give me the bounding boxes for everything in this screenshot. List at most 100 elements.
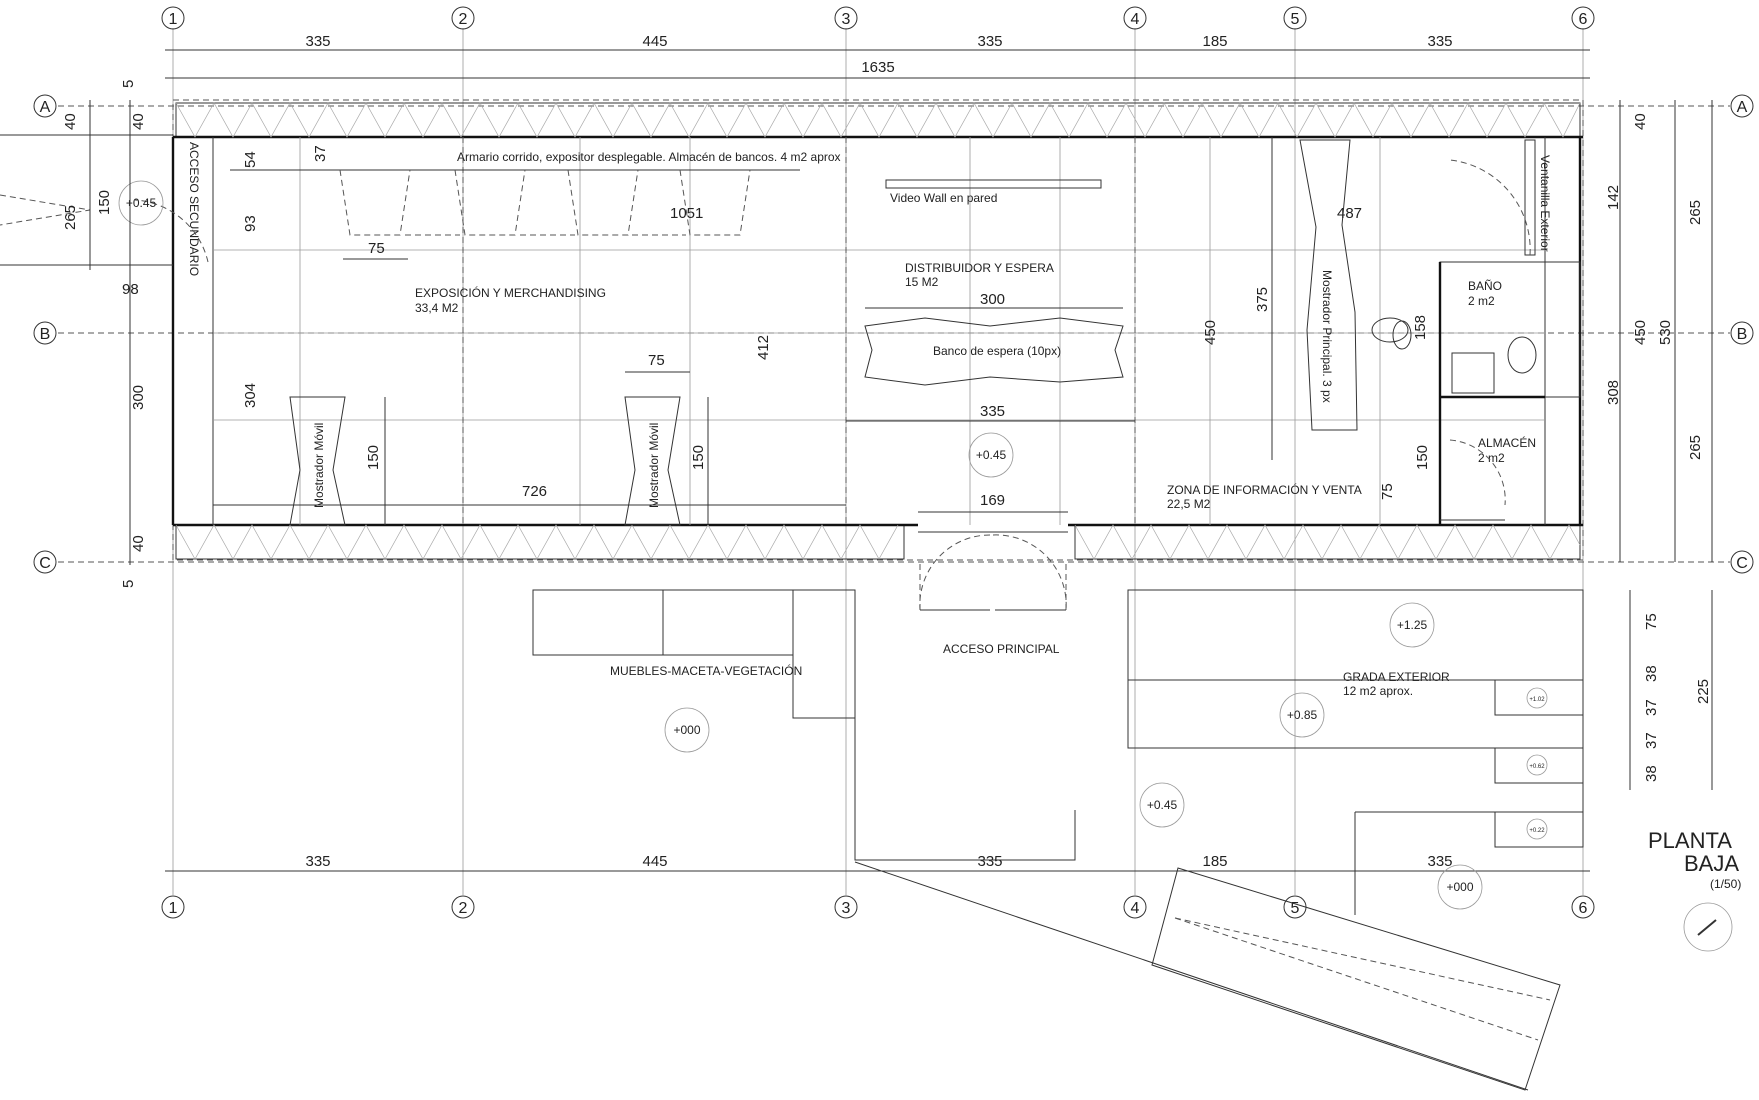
service-window-label: Ventanilla Exterior xyxy=(1538,155,1552,252)
grid-bubbles-top: 1 2 3 4 5 6 xyxy=(161,6,1595,30)
dim-top-1: 335 xyxy=(305,33,330,50)
dim-right-450: 450 xyxy=(1632,320,1649,345)
wardrobe-display: Armario corrido, expositor desplegable. … xyxy=(230,150,841,236)
dim-right-530: 530 xyxy=(1657,320,1674,345)
dim-ext-38-b: 38 xyxy=(1643,765,1660,782)
grid-row-a-left: A xyxy=(40,99,51,116)
main-access-label: ACCESO PRINCIPAL xyxy=(943,642,1060,656)
dim-bottom-2: 445 xyxy=(642,853,667,870)
mobile-counters: Mostrador Móvil Mostrador Móvil xyxy=(289,396,681,526)
grid-col-2-bottom: 2 xyxy=(459,900,468,917)
grid-col-4-top: 4 xyxy=(1131,11,1140,28)
dim-bottom-1: 335 xyxy=(305,853,330,870)
dimension-chain-right-exterior: 75 38 37 37 38 225 xyxy=(1629,590,1713,790)
grid-col-6-top: 6 xyxy=(1579,11,1588,28)
dim-bottom-3: 335 xyxy=(977,853,1002,870)
level-3: +000 xyxy=(673,723,700,737)
north-arrow-icon xyxy=(1683,902,1733,952)
dim-left-5-bottom: 5 xyxy=(120,580,137,588)
info-zone-label: ZONA DE INFORMACIÓN Y VENTA xyxy=(1167,482,1362,497)
grid-col-1-top: 1 xyxy=(169,11,178,28)
dim-412: 412 xyxy=(755,335,772,360)
dim-ext-37-a: 37 xyxy=(1643,699,1660,716)
dim-ext-75: 75 xyxy=(1643,613,1660,630)
planters-label: MUEBLES-MACETA-VEGETACIÓN xyxy=(610,663,802,678)
dim-304: 304 xyxy=(242,383,259,408)
dim-ext-37-b: 37 xyxy=(1643,732,1660,749)
grid-row-b-right: B xyxy=(1737,326,1748,343)
secondary-access-label: ACCESO SECUNDARIO xyxy=(187,142,201,276)
dimension-chain-bottom: 335 445 335 185 335 xyxy=(165,853,1590,872)
dimension-chain-left: 5 40 40 265 150 98 300 40 5 xyxy=(62,80,147,588)
dim-bottom-4: 185 xyxy=(1202,853,1227,870)
video-wall: Video Wall en pared xyxy=(885,179,1102,205)
grid-row-c-right: C xyxy=(1736,555,1748,572)
dim-left-150: 150 xyxy=(96,190,113,215)
grid-row-c-left: C xyxy=(39,555,51,572)
dim-1051: 1051 xyxy=(670,205,703,222)
dim-top-2: 445 xyxy=(642,33,667,50)
exhibition-label: EXPOSICIÓN Y MERCHANDISING xyxy=(415,285,606,300)
step-level-2: +0.62 xyxy=(1529,764,1545,770)
dim-75-c: 75 xyxy=(1379,483,1396,500)
dim-169: 169 xyxy=(980,492,1005,509)
dim-158: 158 xyxy=(1412,315,1429,340)
grid-col-3-bottom: 3 xyxy=(842,900,851,917)
dim-375: 375 xyxy=(1254,287,1271,312)
waiting-area: 15 M2 xyxy=(905,275,939,289)
exterior-platforms xyxy=(532,589,1584,915)
dim-left-5-top: 5 xyxy=(120,80,137,88)
video-wall-label: Video Wall en pared xyxy=(890,191,997,205)
mobile-counter-2-label: Mostrador Móvil xyxy=(647,423,661,508)
level-6: +0.45 xyxy=(1147,798,1178,812)
step-level-1: +1.02 xyxy=(1529,697,1545,703)
grid-rows: A B C A B C xyxy=(33,94,1754,574)
grid-row-a-right: A xyxy=(1737,99,1748,116)
dim-54: 54 xyxy=(242,151,259,168)
interior-dimensions: 37 54 93 75 1051 487 304 150 726 75 150 … xyxy=(213,137,1431,525)
step-level-3: +0.22 xyxy=(1529,828,1545,834)
dim-bottom-5: 335 xyxy=(1427,853,1452,870)
dim-335: 335 xyxy=(980,403,1005,420)
info-zone-area: 22,5 M2 xyxy=(1167,497,1211,511)
dim-right-265-a: 265 xyxy=(1687,200,1704,225)
dimension-chain-top: 335 445 335 185 335 1635 xyxy=(165,33,1590,79)
dim-150-c: 150 xyxy=(1414,445,1431,470)
dim-150-a: 150 xyxy=(365,445,382,470)
exhibition-area: 33,4 M2 xyxy=(415,301,459,315)
waiting-label: DISTRIBUIDOR Y ESPERA xyxy=(905,261,1054,275)
grid-col-4-bottom: 4 xyxy=(1131,900,1140,917)
level-7: +000 xyxy=(1446,880,1473,894)
level-1: +0.45 xyxy=(126,196,157,210)
grid-col-6-bottom: 6 xyxy=(1579,900,1588,917)
level-2: +0.45 xyxy=(976,448,1007,462)
bathroom-label: BAÑO xyxy=(1468,279,1502,293)
dim-450: 450 xyxy=(1202,320,1219,345)
dim-ext-38-a: 38 xyxy=(1643,665,1660,682)
storage-label: ALMACÉN xyxy=(1478,435,1536,450)
grid-bubbles-bottom: 1 2 3 4 5 6 xyxy=(161,895,1595,919)
dim-37: 37 xyxy=(312,145,329,162)
dim-left-265: 265 xyxy=(62,205,79,230)
dim-left-300: 300 xyxy=(130,385,147,410)
dim-300: 300 xyxy=(980,291,1005,308)
dim-top-5: 335 xyxy=(1427,33,1452,50)
truss-pattern xyxy=(175,102,1581,560)
dim-right-308: 308 xyxy=(1605,380,1622,405)
grid-col-1-bottom: 1 xyxy=(169,900,178,917)
plan-title: PLANTA BAJA (1/50) xyxy=(1648,828,1741,952)
dim-ext-225: 225 xyxy=(1695,679,1712,704)
dim-487: 487 xyxy=(1337,205,1362,222)
title-scale: (1/50) xyxy=(1710,877,1741,891)
dim-75-a: 75 xyxy=(368,240,385,257)
bleachers-label: GRADA EXTERIOR xyxy=(1343,670,1450,684)
level-4: +1.25 xyxy=(1397,618,1428,632)
dim-left-40-c: 40 xyxy=(130,535,147,552)
room-labels: ACCESO SECUNDARIO EXPOSICIÓN Y MERCHANDI… xyxy=(187,142,1450,698)
title-line-2: BAJA xyxy=(1684,851,1739,876)
grid-col-3-top: 3 xyxy=(842,11,851,28)
title-line-1: PLANTA xyxy=(1648,828,1732,853)
dim-left-40-a: 40 xyxy=(62,113,79,130)
ramp xyxy=(854,861,1561,1091)
